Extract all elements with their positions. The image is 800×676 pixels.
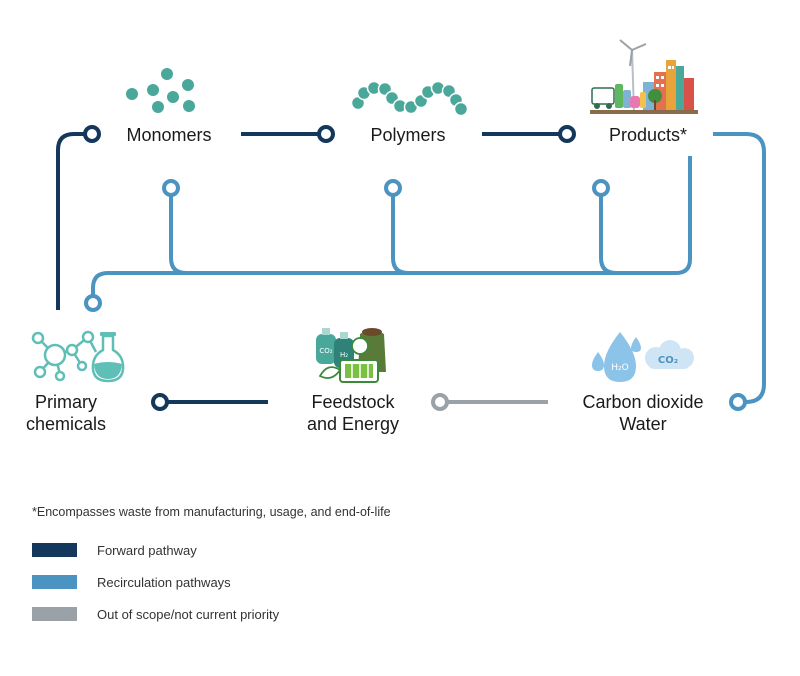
node-label-primary-chemicals: Primary chemicals [25,392,107,434]
recirc-node-products [592,179,610,197]
tank-co2-text: CO₂ [319,347,332,355]
legend-swatch-forward [32,543,77,557]
node-label-products: Products* [608,125,688,145]
recirc-node-monomers [162,179,180,197]
forward-link-primary-to-monomers [56,132,84,310]
footnote: *Encompasses waste from manufacturing, u… [32,505,391,519]
products-icon [590,39,698,114]
co2-text: CO₂ [658,355,678,366]
polymers-icon [350,80,469,117]
node-label-polymers: Polymers [370,125,446,145]
recirc-monomers-return [169,195,187,275]
h2o-text: H₂O [611,363,628,373]
oos-node-feedstock [431,393,449,411]
legend-label-recirculation: Recirculation pathways [97,574,231,590]
forward-pathway [56,125,576,411]
forward-node-polymers [317,125,335,143]
primary-chemicals-icon [31,330,125,383]
recirc-node-polymers [384,179,402,197]
out-of-scope-pathway [431,393,548,411]
legend-swatch-recirculation [32,575,77,589]
legend-item-out-of-scope: Out of scope/not current priority [32,605,279,623]
node-label-feedstock-energy: Feedstock and Energy [306,392,400,434]
legend-label-forward: Forward pathway [97,542,197,558]
forward-node-monomers-start [83,125,101,143]
recirc-products-return [599,195,617,275]
recirc-products-down [91,156,692,296]
recirculation-pathways [84,132,766,411]
forward-node-primary-chemicals [151,393,169,411]
legend-item-forward: Forward pathway [32,541,197,559]
node-label-monomers: Monomers [126,125,212,145]
tank-h2-text: H₂ [340,351,348,359]
recirc-products-to-co2 [713,132,766,404]
recirc-node-primary-return [84,294,102,312]
recirc-node-co2-water [729,393,747,411]
feedstock-energy-icon: CO₂ H₂ [316,328,386,383]
monomers-icon [126,68,195,113]
node-label-co2-water: Carbon dioxide Water [582,392,704,434]
legend-label-out-of-scope: Out of scope/not current priority [97,606,280,622]
recirc-polymers-return [391,195,409,275]
forward-node-products [558,125,576,143]
legend-swatch-out-of-scope [32,607,77,621]
legend-item-recirculation: Recirculation pathways [32,573,231,591]
co2-water-icon: H₂O CO₂ [592,332,694,382]
